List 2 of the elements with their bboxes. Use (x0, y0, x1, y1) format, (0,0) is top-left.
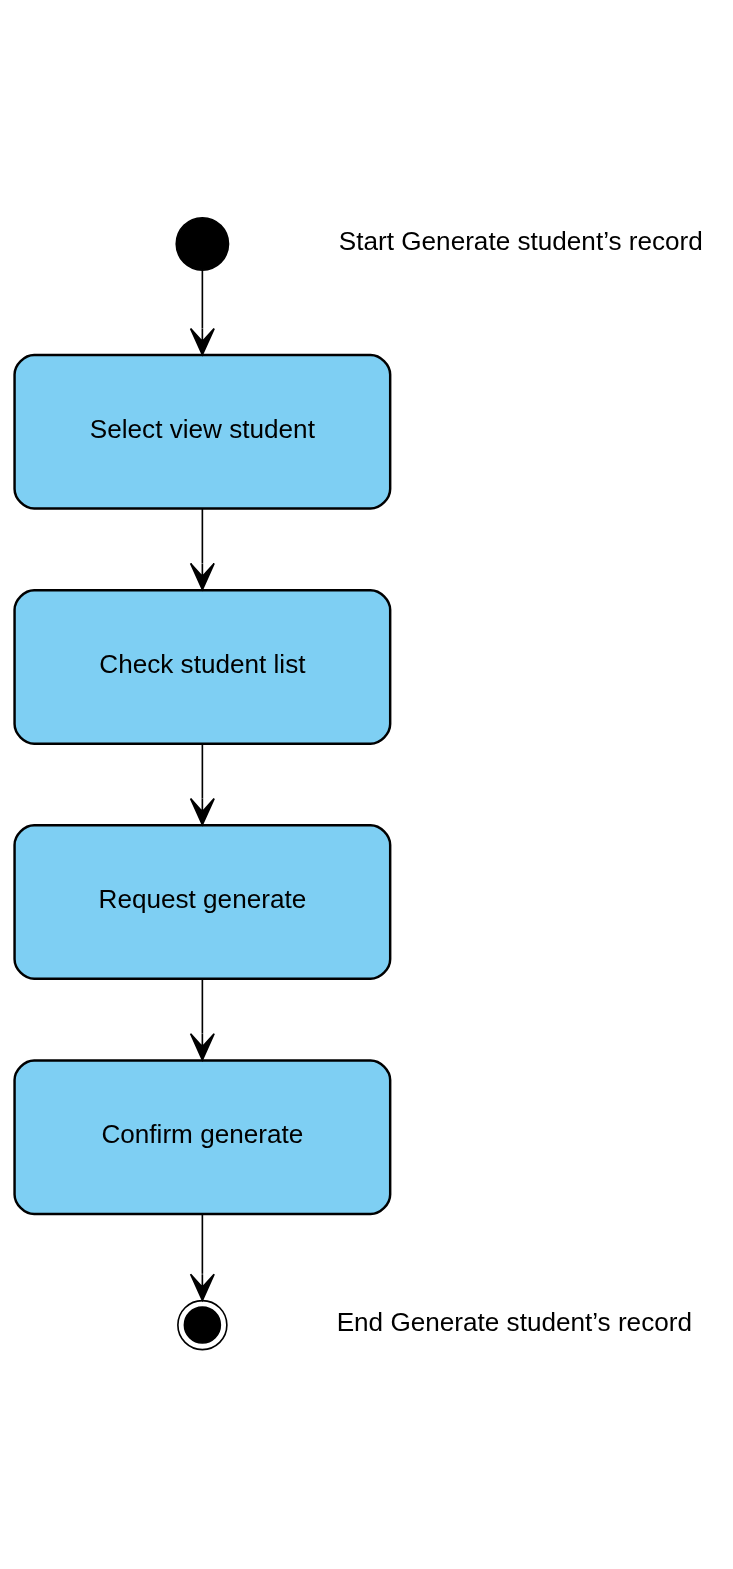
node-label: End Generate student’s record (336, 1307, 692, 1338)
node-label: Start Generate student’s record (338, 226, 703, 257)
